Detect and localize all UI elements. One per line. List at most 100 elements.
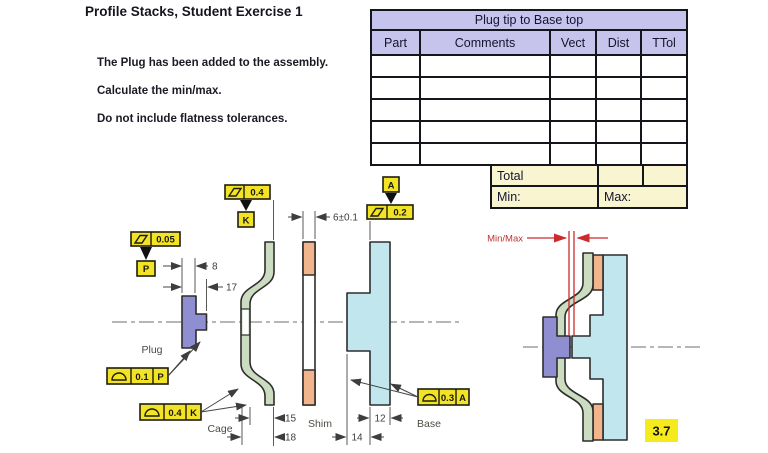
empty-cell — [595, 142, 640, 164]
profile-icon — [111, 372, 127, 381]
profile-icon — [422, 393, 437, 402]
assembled-base — [571, 254, 628, 441]
table-header-row: Part Comments Vect Dist TTol — [372, 29, 686, 54]
min-max-row: Min: Max: — [492, 185, 686, 207]
empty-cell — [419, 120, 549, 142]
svg-text:8: 8 — [212, 262, 218, 273]
svg-text:P: P — [157, 372, 164, 383]
flatness-icon — [133, 234, 149, 244]
instruction-line-1: The Plug has been added to the assembly. — [97, 57, 329, 69]
svg-text:0.2: 0.2 — [393, 208, 406, 219]
dimension-cage-depth: 18 — [227, 433, 297, 444]
fcf-plug-flatness: 0.05 P — [130, 231, 181, 277]
base-part — [346, 241, 391, 406]
datum-leader-triangle — [240, 200, 252, 211]
empty-cell — [640, 142, 686, 164]
page-number-badge: 3.7 — [645, 419, 678, 442]
empty-cell — [419, 76, 549, 98]
stack-worksheet-table: Plug tip to Base top Part Comments Vect … — [370, 9, 688, 166]
empty-cell — [640, 120, 686, 142]
empty-cell — [549, 98, 595, 120]
empty-cell — [595, 76, 640, 98]
min-label: Min: — [497, 190, 521, 204]
page-number: 3.7 — [652, 424, 670, 439]
plug-label: Plug — [141, 344, 162, 356]
datum-leader-triangle — [385, 193, 397, 204]
cage-label: Cage — [207, 423, 232, 435]
dimension-plug-thickness: 8 — [163, 262, 218, 273]
table-title: Plug tip to Base top — [372, 11, 686, 29]
fcf-base-flatness: A 0.2 — [366, 176, 414, 220]
shim-part — [302, 241, 316, 406]
svg-text:15: 15 — [285, 414, 297, 425]
svg-text:0.4: 0.4 — [168, 408, 182, 419]
totals-block: Total Min: Max: — [490, 164, 688, 209]
datum-p-box: P — [143, 264, 150, 275]
fcf-cage-flatness: 0.4 K — [224, 184, 271, 228]
shim-label: Shim — [308, 418, 332, 430]
col-header-vect: Vect — [549, 29, 595, 54]
svg-text:0.05: 0.05 — [156, 235, 175, 246]
empty-cell — [372, 98, 419, 120]
col-header-comments: Comments — [419, 29, 549, 54]
svg-text:0.3: 0.3 — [441, 393, 454, 404]
svg-text:0.4: 0.4 — [250, 188, 264, 199]
empty-cell — [549, 120, 595, 142]
empty-cell — [595, 54, 640, 76]
flatness-icon — [369, 207, 385, 217]
svg-text:A: A — [459, 393, 466, 404]
empty-cell — [640, 76, 686, 98]
empty-cell — [372, 120, 419, 142]
svg-text:18: 18 — [285, 433, 297, 444]
table-row — [372, 54, 686, 76]
col-header-ttol: TTol — [640, 29, 686, 54]
empty-cell — [595, 120, 640, 142]
dimension-base-boss: 12 — [357, 414, 403, 425]
base-label: Base — [417, 418, 441, 430]
svg-text:6±0.1: 6±0.1 — [333, 213, 358, 224]
table-row — [372, 120, 686, 142]
page-title: Profile Stacks, Student Exercise 1 — [85, 4, 303, 19]
instruction-line-2: Calculate the min/max. — [97, 85, 222, 97]
table-row — [372, 76, 686, 98]
col-header-part: Part — [372, 29, 419, 54]
empty-cell — [419, 98, 549, 120]
empty-cell — [549, 76, 595, 98]
dimension-plug-depth: 17 — [163, 283, 238, 294]
assembled-shim-top — [592, 254, 604, 291]
fcf-cage-profile: 0.4 K — [139, 388, 247, 421]
fcf-plug-profile: 0.1 P — [106, 341, 201, 385]
empty-cell — [372, 142, 419, 164]
svg-text:17: 17 — [226, 283, 238, 294]
table-row — [372, 98, 686, 120]
assembled-view: Min/Max — [487, 231, 628, 442]
empty-cell — [419, 142, 549, 164]
assembled-plug — [542, 316, 571, 378]
max-label: Max: — [597, 187, 686, 207]
datum-a-box: A — [388, 181, 395, 192]
fcf-base-profile: 0.3 A — [350, 378, 470, 406]
instruction-line-3: Do not include flatness tolerances. — [97, 113, 288, 125]
datum-leader-triangle — [140, 247, 152, 260]
empty-cell — [549, 142, 595, 164]
profile-icon — [144, 408, 160, 417]
table-row — [372, 142, 686, 164]
svg-text:K: K — [190, 408, 197, 419]
empty-cell — [640, 98, 686, 120]
total-ttol-cell — [642, 166, 686, 185]
plug-part — [181, 295, 208, 349]
total-dist-cell — [597, 166, 642, 185]
flatness-icon — [227, 187, 243, 197]
empty-cell — [372, 54, 419, 76]
cage-web-hole-break — [241, 308, 250, 336]
cage-part — [240, 241, 275, 406]
empty-cell — [549, 54, 595, 76]
svg-text:0.1: 0.1 — [135, 372, 149, 383]
col-header-dist: Dist — [595, 29, 640, 54]
dimension-shim-thickness: 6±0.1 — [288, 213, 358, 224]
empty-cell — [419, 54, 549, 76]
datum-k-box: K — [243, 216, 250, 227]
dimension-base-step: 14 — [332, 433, 384, 444]
